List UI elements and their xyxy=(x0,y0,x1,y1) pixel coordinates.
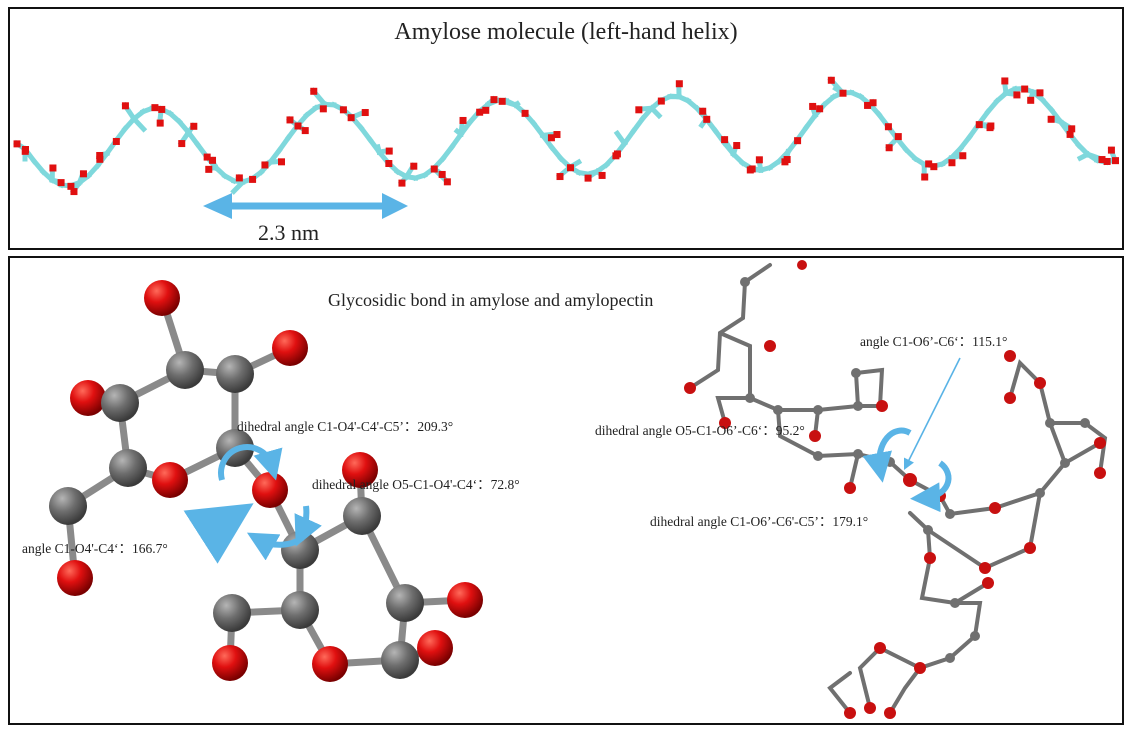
amylopectin-atoms xyxy=(684,260,1106,719)
label-angle-c1-o6-c6: angle C1-O6’-C6‘：115.1° xyxy=(860,334,1008,349)
panel-title-amylose-helix: Amylose molecule (left-hand helix) xyxy=(394,19,738,45)
label-dihedral-c1-o6-c6-c5: dihedral angle C1-O6’-C6'-C5’：179.1° xyxy=(650,514,869,529)
label-angle-c1-o4-c4: angle C1-O4'-C4‘：166.7° xyxy=(22,541,168,556)
scale-arrow xyxy=(203,193,408,219)
label-dihedral-o5-c1-o4-c4: dihedral angle O5-C1-O4'-C4‘：72.8° xyxy=(312,477,520,492)
amylose-atoms xyxy=(49,280,483,682)
label-dihedral-c1-o4-c4-c5: dihedral angle C1-O4'-C4'-C5’：209.3° xyxy=(237,419,454,434)
glycosidic-bond-panel: Glycosidic bond in amylose and amylopect… xyxy=(8,256,1124,725)
amylose-helix-model xyxy=(13,76,1119,219)
bond-angle-arrow xyxy=(183,503,254,564)
rotation-arrows-amylopectin xyxy=(862,427,952,513)
helix-sticks xyxy=(13,76,1119,195)
amylose-helix-panel: Amylose molecule (left-hand helix) 2.3 n… xyxy=(8,7,1124,250)
leader-line xyxy=(903,357,961,471)
scale-label: 2.3 nm xyxy=(258,220,320,245)
label-dihedral-o5-c1-o6-c6: dihedral angle O5-C1-O6’-C6‘：95.2° xyxy=(595,423,805,438)
amylose-linkage-model xyxy=(49,260,1108,719)
rotation-arrows-amylose xyxy=(218,444,322,561)
helix-oxygens xyxy=(13,76,1119,196)
panel-title-glycosidic-bond: Glycosidic bond in amylose and amylopect… xyxy=(328,290,654,310)
